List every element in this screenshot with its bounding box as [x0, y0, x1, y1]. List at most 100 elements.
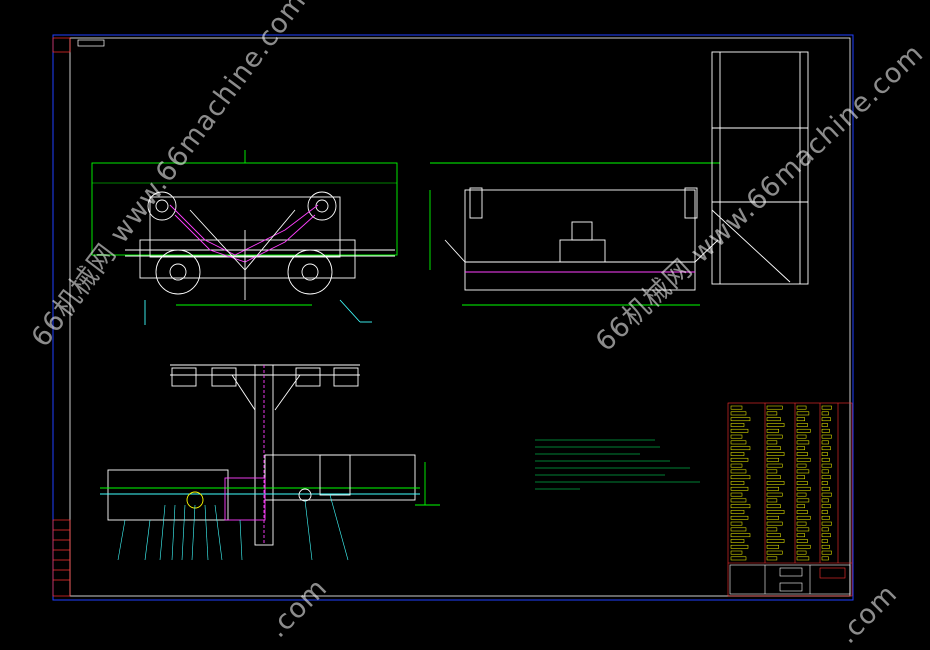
parts-row-cell: [796, 515, 811, 520]
parts-row-cell: [766, 504, 781, 509]
parts-row-cell: [730, 417, 751, 422]
parts-row-cell: [766, 469, 778, 474]
parts-row-cell: [766, 515, 779, 520]
parts-row-cell: [796, 469, 810, 474]
parts-row-cell: [796, 486, 811, 491]
parts-row-cell: [766, 405, 783, 410]
parts-row-cell: [766, 423, 785, 427]
parts-row-cell: [796, 550, 807, 555]
parts-row-cell: [821, 469, 829, 474]
parts-row-cell: [821, 405, 832, 410]
parts-row-cell: [730, 504, 751, 509]
parts-row-cell: [796, 527, 810, 532]
parts-list-table: [727, 402, 853, 597]
parts-row-cell: [821, 411, 829, 416]
parts-row-cell: [821, 417, 831, 422]
parts-list-rows: [730, 405, 832, 561]
parts-row-cell: [821, 481, 828, 485]
parts-row-cell: [730, 521, 743, 526]
parts-row-cell: [796, 510, 808, 514]
parts-row-cell: [821, 423, 828, 427]
parts-row-cell: [821, 440, 829, 445]
parts-row-cell: [821, 434, 832, 439]
parts-row-cell: [766, 417, 781, 422]
side-view: [429, 162, 720, 306]
parts-row-cell: [796, 434, 807, 439]
parts-row-cell: [730, 510, 745, 514]
parts-row-cell: [730, 463, 743, 468]
parts-row-cell: [796, 452, 808, 456]
parts-row-cell: [730, 527, 747, 532]
parts-row-cell: [796, 539, 808, 543]
parts-row-cell: [730, 492, 743, 497]
parts-row-cell: [796, 481, 808, 485]
parts-row-cell: [821, 550, 832, 555]
parts-row-cell: [821, 428, 830, 433]
parts-row-cell: [766, 544, 779, 549]
parts-row-cell: [821, 504, 831, 509]
parts-row-cell: [821, 492, 832, 497]
parts-row-cell: [730, 544, 749, 549]
parts-row-cell: [766, 492, 783, 497]
parts-row-cell: [766, 452, 785, 456]
parts-row-cell: [730, 440, 747, 445]
parts-row-cell: [796, 504, 805, 509]
parts-row-cell: [796, 475, 805, 480]
parts-row-cell: [821, 539, 828, 543]
parts-row-cell: [796, 457, 811, 462]
parts-row-cell: [730, 411, 747, 416]
technical-notes: [535, 439, 700, 490]
parts-row-cell: [766, 498, 778, 503]
parts-row-cell: [730, 498, 747, 503]
parts-row-cell: [766, 550, 783, 555]
parts-row-cell: [821, 446, 831, 451]
parts-row-cell: [821, 457, 830, 462]
parts-row-cell: [796, 533, 805, 538]
parts-row-cell: [766, 521, 783, 526]
parts-row-cell: [730, 405, 743, 410]
front-view: [91, 150, 398, 325]
parts-row-cell: [766, 463, 783, 468]
parts-row-cell: [766, 411, 778, 416]
parts-row-cell: [766, 446, 781, 451]
parts-row-cell: [796, 417, 805, 422]
parts-row-cell: [766, 434, 783, 439]
ladder-frame-view: [711, 51, 809, 285]
parts-row-cell: [821, 521, 832, 526]
parts-row-cell: [730, 486, 749, 491]
parts-row-cell: [821, 475, 831, 480]
parts-row-cell: [730, 446, 751, 451]
parts-row-cell: [730, 556, 747, 561]
parts-row-cell: [821, 556, 829, 561]
parts-row-cell: [796, 446, 805, 451]
parts-row-cell: [730, 481, 745, 485]
drawing-frame: [52, 34, 854, 601]
parts-row-cell: [796, 440, 810, 445]
plan-view: [100, 364, 440, 546]
parts-row-cell: [766, 428, 779, 433]
parts-row-cell: [821, 463, 832, 468]
parts-row-cell: [796, 544, 811, 549]
parts-row-cell: [796, 423, 808, 427]
parts-row-cell: [730, 550, 743, 555]
parts-row-cell: [821, 533, 831, 538]
parts-row-cell: [766, 539, 785, 543]
parts-row-cell: [821, 515, 830, 520]
parts-row-cell: [766, 457, 779, 462]
parts-row-cell: [730, 539, 745, 543]
parts-row-cell: [730, 533, 751, 538]
parts-row-cell: [821, 510, 828, 514]
parts-row-cell: [766, 527, 778, 532]
parts-row-cell: [821, 452, 828, 456]
parts-row-cell: [730, 515, 749, 520]
parts-row-cell: [821, 498, 829, 503]
left-margin-strip: [52, 37, 105, 597]
parts-row-cell: [821, 527, 829, 532]
parts-row-cell: [766, 481, 785, 485]
parts-row-cell: [730, 475, 751, 480]
parts-row-cell: [730, 452, 745, 456]
parts-row-cell: [796, 411, 810, 416]
parts-row-cell: [730, 469, 747, 474]
title-block: [729, 564, 851, 595]
parts-row-cell: [796, 428, 811, 433]
